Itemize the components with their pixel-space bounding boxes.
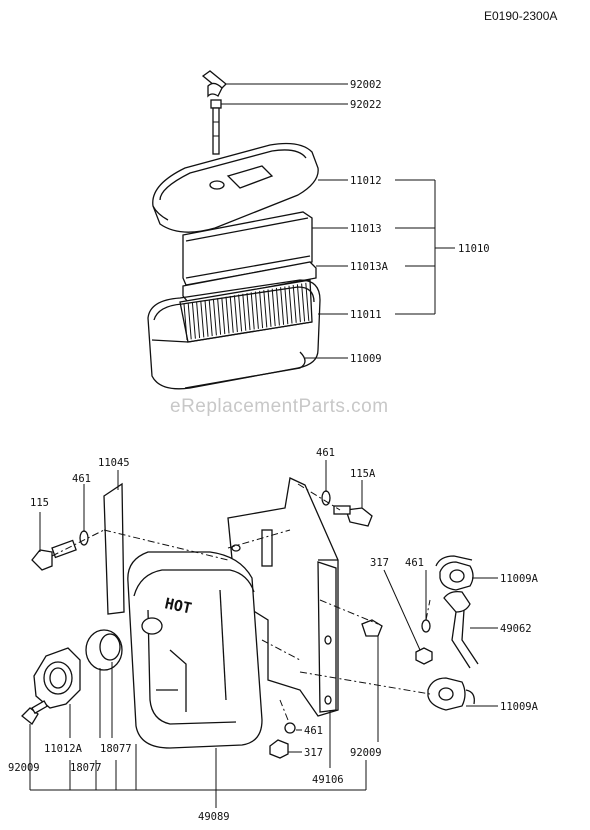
pleat-line bbox=[225, 296, 230, 334]
diagram-code: E0190-2300A bbox=[484, 9, 557, 23]
label-92022: 92022 bbox=[350, 99, 382, 111]
label-11009A-upper: 11009A bbox=[500, 573, 539, 585]
pleat-line bbox=[221, 297, 226, 335]
muffler-leaders bbox=[29, 460, 498, 808]
pleat-line bbox=[305, 282, 310, 321]
pleat-line bbox=[275, 287, 280, 326]
guard-plate-11045[interactable] bbox=[103, 482, 125, 615]
pleat-line bbox=[267, 289, 272, 327]
pleat-line bbox=[296, 284, 301, 323]
pleat-line bbox=[263, 290, 268, 328]
filter-element-11013[interactable] bbox=[182, 211, 313, 286]
label-11013A: 11013A bbox=[350, 261, 389, 273]
flange-11012A[interactable] bbox=[33, 647, 81, 709]
cleaner-base-11011[interactable] bbox=[147, 279, 321, 390]
pleat-line bbox=[229, 295, 234, 333]
label-11011: 11011 bbox=[350, 309, 382, 321]
pleated-element bbox=[179, 279, 313, 343]
center-lines bbox=[51, 483, 431, 721]
label-92009-right: 92009 bbox=[350, 747, 382, 759]
gasket-11009[interactable] bbox=[184, 351, 306, 389]
muffler-body-49089[interactable]: HOT bbox=[127, 551, 263, 749]
label-11012: 11012 bbox=[350, 175, 382, 187]
bolt-115A[interactable] bbox=[333, 505, 373, 527]
pleat-line bbox=[292, 284, 297, 323]
label-11009: 11009 bbox=[350, 353, 382, 365]
pleat-line bbox=[233, 295, 238, 333]
exhaust-pipe-49062[interactable] bbox=[427, 561, 479, 711]
label-49106: 49106 bbox=[312, 774, 344, 786]
washer-461-right[interactable] bbox=[421, 619, 431, 633]
pleat-line bbox=[254, 291, 259, 329]
air-cleaner-assembly bbox=[147, 70, 321, 390]
bolt-92009-left[interactable] bbox=[21, 700, 49, 725]
pleat-line bbox=[250, 292, 255, 330]
pleat-line bbox=[208, 299, 213, 337]
gasket-11009A-lower[interactable] bbox=[465, 689, 475, 705]
label-49062: 49062 bbox=[500, 623, 532, 635]
hot-marking: HOT bbox=[163, 594, 193, 617]
pleat-line bbox=[271, 288, 276, 327]
pleat-line bbox=[242, 293, 247, 331]
label-461-bottom: 461 bbox=[304, 725, 323, 737]
label-11012A: 11012A bbox=[44, 743, 83, 755]
pleat-line bbox=[191, 302, 196, 339]
pleat-line bbox=[200, 301, 205, 338]
pleat-line bbox=[301, 283, 306, 322]
label-317-bottom: 317 bbox=[304, 747, 323, 759]
pleat-line bbox=[284, 286, 289, 325]
pleat-line bbox=[187, 303, 192, 340]
label-92009-left: 92009 bbox=[8, 762, 40, 774]
pleat-line bbox=[204, 300, 209, 337]
label-18077-lower: 18077 bbox=[70, 762, 102, 774]
washer-461-left[interactable] bbox=[79, 530, 89, 546]
muffler-cover-49106[interactable] bbox=[227, 477, 339, 717]
label-461-right: 461 bbox=[405, 557, 424, 569]
label-461-left: 461 bbox=[72, 473, 91, 485]
nut-317-right[interactable] bbox=[415, 647, 433, 665]
label-49089: 49089 bbox=[198, 811, 230, 823]
pleat-line bbox=[212, 298, 217, 336]
pleat-line bbox=[259, 290, 264, 329]
label-11010: 11010 bbox=[458, 243, 490, 255]
stud-bolt-92022[interactable] bbox=[210, 99, 222, 155]
label-317-right: 317 bbox=[370, 557, 389, 569]
pleat-line bbox=[183, 303, 188, 341]
pleat-line bbox=[238, 294, 243, 332]
gasket-18077[interactable] bbox=[85, 629, 123, 671]
label-11013: 11013 bbox=[350, 223, 382, 235]
bolt-92009-right[interactable] bbox=[361, 619, 383, 637]
label-18077-upper: 18077 bbox=[100, 743, 132, 755]
gasket-11009A-upper[interactable] bbox=[435, 555, 473, 567]
label-11009A-lower: 11009A bbox=[500, 701, 539, 713]
label-115A: 115A bbox=[350, 468, 376, 480]
pleat-line bbox=[246, 293, 251, 331]
watermark: eReplacementParts.com bbox=[170, 396, 389, 417]
pleat-line bbox=[196, 301, 201, 339]
cleaner-cover-11012[interactable] bbox=[152, 142, 319, 233]
nut-317-bottom[interactable] bbox=[269, 739, 289, 759]
label-92002: 92002 bbox=[350, 79, 382, 91]
label-115: 115 bbox=[30, 497, 49, 509]
washer-461-bottom[interactable] bbox=[284, 722, 296, 734]
pleat-line bbox=[288, 285, 293, 324]
label-11045: 11045 bbox=[98, 457, 130, 469]
label-461-upper: 461 bbox=[316, 447, 335, 459]
air-cleaner-leaders bbox=[221, 83, 455, 359]
pleat-line bbox=[280, 287, 285, 325]
pleat-line bbox=[217, 298, 222, 335]
wing-nut-92002[interactable] bbox=[201, 70, 227, 98]
